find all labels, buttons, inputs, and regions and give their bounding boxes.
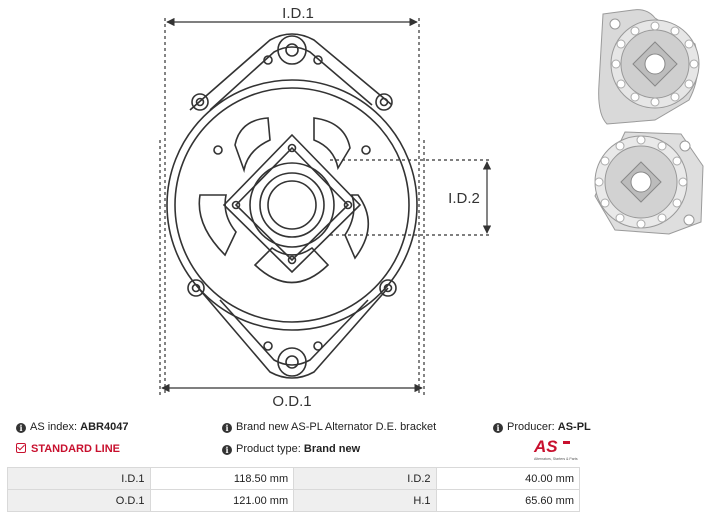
product-type: i Product type: Brand new xyxy=(222,443,360,455)
product-description: i Brand new AS-PL Alternator D.E. bracket xyxy=(222,421,436,433)
spec-key: I.D.1 xyxy=(7,467,151,490)
table-row: O.D.1 121.00 mm H.1 65.60 mm xyxy=(7,489,581,512)
product-photo-back[interactable] xyxy=(585,4,709,128)
spec-key: I.D.2 xyxy=(293,467,437,490)
spec-value: 40.00 mm xyxy=(435,467,581,490)
logo-text: AS xyxy=(533,437,558,456)
standard-line-badge: STANDARD LINE xyxy=(16,443,120,455)
info-icon: i xyxy=(493,423,503,433)
product-type-label: Product type: xyxy=(236,443,301,455)
as-index-value: ABR4047 xyxy=(80,421,129,433)
specs-table: I.D.1 118.50 mm I.D.2 40.00 mm O.D.1 121… xyxy=(7,467,581,512)
label-od1: O.D.1 xyxy=(272,393,311,410)
producer-label: Producer: xyxy=(507,421,555,433)
table-row: I.D.1 118.50 mm I.D.2 40.00 mm xyxy=(7,467,581,490)
checkbox-icon xyxy=(16,443,26,453)
info-icon: i xyxy=(222,423,232,433)
hub-square xyxy=(222,133,362,274)
bottom-ear xyxy=(199,287,389,379)
spec-key: O.D.1 xyxy=(7,489,151,512)
product-type-value: Brand new xyxy=(303,443,361,455)
technical-drawing: I.D.1 O.D.1 I.D.2 xyxy=(159,5,492,410)
spec-key: H.1 xyxy=(293,489,437,512)
standard-line-label: STANDARD LINE xyxy=(31,443,121,455)
label-id1: I.D.1 xyxy=(282,5,314,22)
info-icon: i xyxy=(16,423,26,433)
product-photo-front[interactable] xyxy=(585,126,709,238)
as-logo: AS Alternators, Starters & Parts xyxy=(533,437,578,461)
outer-ring xyxy=(166,79,418,331)
top-ear xyxy=(189,33,393,111)
producer: i Producer: AS-PL xyxy=(493,421,591,433)
label-id2: I.D.2 xyxy=(448,190,480,207)
producer-value: AS-PL xyxy=(557,421,591,433)
logo-tagline: Alternators, Starters & Parts xyxy=(534,457,578,461)
spec-value: 65.60 mm xyxy=(435,489,581,512)
info-icon: i xyxy=(222,445,232,455)
spec-value: 121.00 mm xyxy=(149,489,295,512)
as-index: i AS index: ABR4047 xyxy=(16,421,128,433)
as-index-label: AS index: xyxy=(30,421,78,433)
description-text: Brand new AS-PL Alternator D.E. bracket xyxy=(236,421,437,433)
spec-value: 118.50 mm xyxy=(149,467,295,490)
